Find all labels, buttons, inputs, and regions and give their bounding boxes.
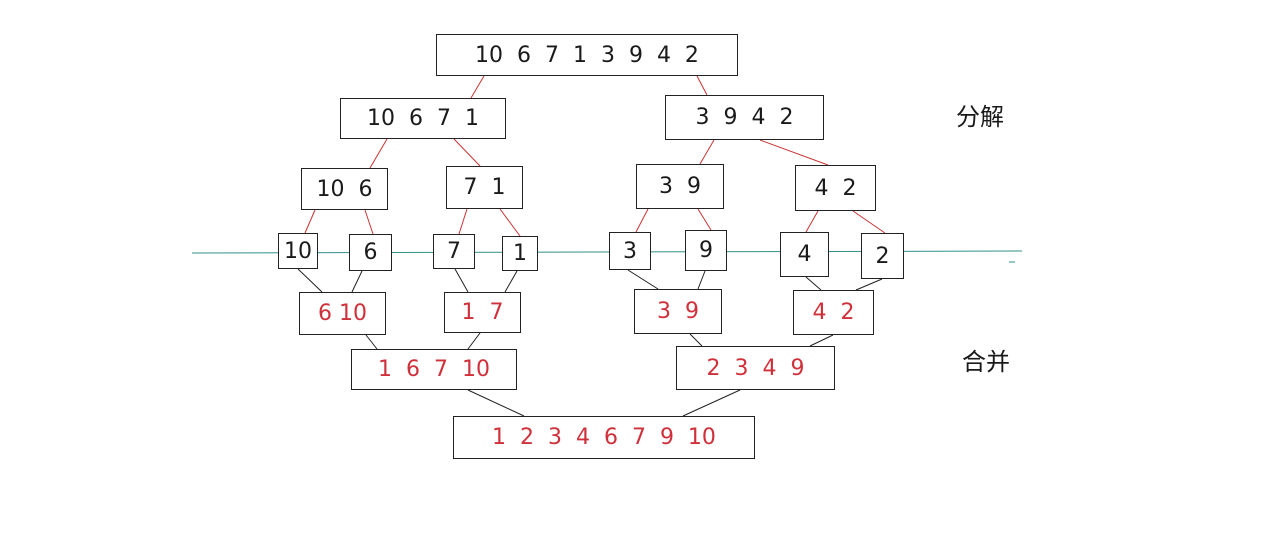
split-connector: [635, 208, 649, 233]
split-connector: [369, 138, 388, 169]
split-connector: [696, 75, 708, 96]
merge-connector: [805, 276, 822, 291]
split-leaf-box: 2: [861, 233, 904, 279]
split-leaf-box: 10: [278, 233, 318, 269]
split-phase-label: 分解: [956, 103, 1004, 131]
merge-connector: [297, 268, 323, 293]
split-connector: [453, 138, 481, 167]
split-root-box: 10 6 7 1 3 9 4 2: [436, 34, 738, 76]
split-quarter-box: 10 6: [301, 168, 388, 210]
merge-connector: [855, 278, 883, 291]
merge-pair-box: 1 7: [444, 292, 521, 333]
merge-connector: [365, 334, 378, 350]
merge-connector: [467, 389, 525, 417]
split-leaf-box: 4: [780, 232, 829, 277]
merge-connector: [697, 270, 706, 290]
split-left-half-box: 10 6 7 1: [340, 98, 506, 139]
merge-half-box: 2 3 4 9: [676, 346, 835, 390]
merge-connector: [351, 270, 363, 293]
merge-connector: [627, 269, 659, 290]
merge-pair-box: 4 2: [793, 290, 874, 335]
merge-phase-label: 合并: [962, 348, 1010, 376]
split-quarter-box: 4 2: [795, 165, 876, 211]
split-leaf-box: 1: [502, 236, 538, 271]
split-connector: [304, 209, 316, 234]
merge-connector: [467, 332, 481, 350]
merge-connector: [682, 389, 741, 417]
merge-half-box: 1 6 7 10: [351, 349, 517, 390]
split-right-half-box: 3 9 4 2: [665, 95, 824, 140]
split-leaf-box: 3: [609, 232, 651, 270]
split-quarter-box: 3 9: [636, 164, 724, 209]
split-leaf-box: 6: [349, 234, 392, 271]
split-connector: [699, 139, 715, 165]
merge-connector: [689, 333, 703, 347]
split-connector: [697, 208, 712, 231]
split-leaf-box: 9: [685, 230, 727, 271]
split-connector: [499, 208, 521, 237]
split-connector: [458, 208, 468, 235]
split-connector: [470, 75, 485, 99]
merge-pair-box: 6 10: [299, 292, 386, 335]
split-connector: [852, 210, 886, 234]
merge-connector: [809, 334, 834, 347]
split-connector: [759, 139, 829, 166]
merge-connector: [454, 268, 469, 293]
merge-result-box: 1 2 3 4 6 7 9 10: [453, 416, 755, 459]
split-connector: [805, 210, 819, 233]
split-connector: [364, 209, 374, 235]
split-leaf-box: 7: [433, 234, 475, 269]
merge-connector: [504, 270, 518, 293]
split-quarter-box: 7 1: [446, 166, 523, 209]
merge-pair-box: 3 9: [634, 289, 722, 334]
